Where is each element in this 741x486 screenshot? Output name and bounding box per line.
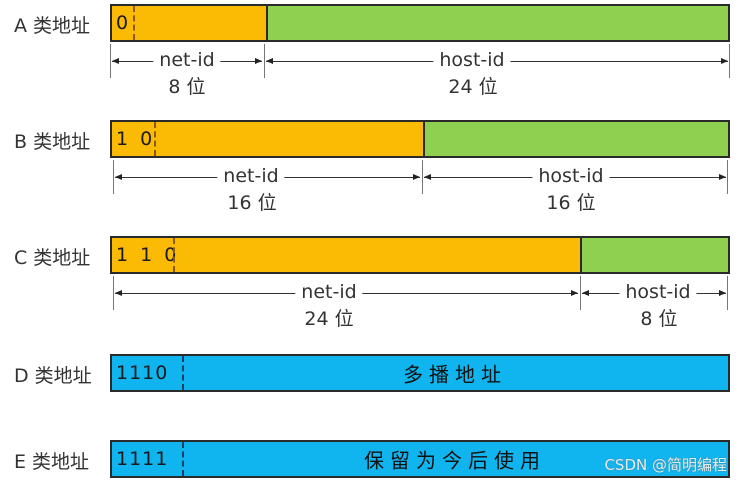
class-a-prefix-divider (133, 6, 135, 40)
class-d-multicast-text: 多播地址 (403, 362, 507, 387)
class-a-net-bits: 8 位 (168, 76, 206, 98)
class-a-net-dimension: net-id (110, 44, 264, 78)
class-d-bar: 1110 多播地址 (110, 354, 730, 392)
class-a-bar: 0 (110, 4, 730, 42)
watermark: CSDN @简明编程 (604, 456, 727, 474)
class-e-label: E 类地址 (14, 451, 90, 473)
class-c-host-id-label: host-id (619, 281, 697, 303)
class-b-prefix: 1 0 (116, 128, 156, 150)
class-e-prefix: 1111 (116, 448, 169, 470)
class-d-multicast-segment: 1110 多播地址 (112, 356, 728, 390)
class-b-host-id-label: host-id (532, 165, 610, 187)
class-c-prefix-divider (173, 238, 175, 272)
class-c-host-bits: 8 位 (640, 308, 678, 330)
class-e-reserved-segment: 1111 保留为今后使用 (112, 442, 728, 476)
class-c-net-id-label: net-id (295, 281, 363, 303)
class-d-prefix: 1110 (116, 362, 169, 384)
class-b-net-segment: 1 0 (112, 122, 423, 156)
class-c-net-bits: 24 位 (304, 308, 354, 330)
class-a-host-id-label: host-id (433, 49, 511, 71)
class-a-host-bits: 24 位 (448, 76, 498, 98)
class-a-label: A 类地址 (14, 15, 91, 37)
class-c-bar: 1 1 0 (110, 236, 730, 274)
class-b-label: B 类地址 (14, 131, 91, 153)
class-b-host-dimension: host-id (422, 160, 728, 194)
class-b-prefix-divider (154, 122, 156, 156)
class-a-prefix: 0 (116, 12, 132, 34)
class-d-prefix-divider (182, 356, 184, 390)
class-a-net-segment: 0 (112, 6, 266, 40)
class-c-net-segment: 1 1 0 (112, 238, 580, 272)
class-e-prefix-divider (182, 442, 184, 476)
class-a-host-segment (266, 6, 728, 40)
class-b-net-dimension: net-id (113, 160, 422, 194)
class-b-bar: 1 0 (110, 120, 730, 158)
class-b-net-bits: 16 位 (227, 192, 277, 214)
class-e-reserved-text: 保留为今后使用 (364, 448, 546, 473)
class-e-bar: 1111 保留为今后使用 (110, 440, 730, 478)
class-c-host-dimension: host-id (580, 276, 728, 310)
class-c-host-segment (580, 238, 728, 272)
class-a-host-dimension: host-id (264, 44, 730, 78)
class-b-host-segment (423, 122, 728, 156)
class-d-label: D 类地址 (14, 365, 92, 387)
class-b-net-id-label: net-id (217, 165, 285, 187)
class-c-label: C 类地址 (14, 247, 91, 269)
class-b-host-bits: 16 位 (546, 192, 596, 214)
class-c-prefix: 1 1 0 (116, 244, 180, 266)
class-a-net-id-label: net-id (153, 49, 221, 71)
class-c-net-dimension: net-id (113, 276, 580, 310)
